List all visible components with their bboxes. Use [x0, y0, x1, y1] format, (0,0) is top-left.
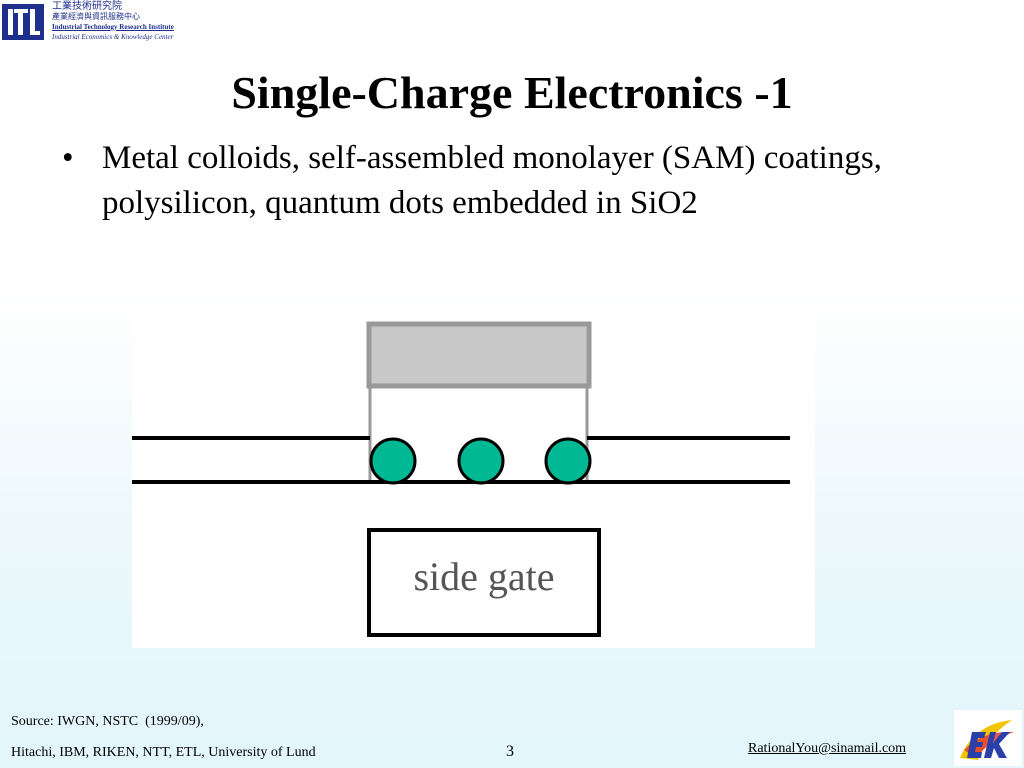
- top-electrode: [366, 321, 592, 389]
- org-center-english: Industrial Economics & Knowledge Center: [52, 33, 174, 41]
- bullet-item: • Metal colloids, self-assembled monolay…: [62, 136, 962, 226]
- itri-logo-text: 工業技術研究院 產業經濟與資訊服務中心 Industrial Technolog…: [52, 2, 174, 42]
- bullet-list: • Metal colloids, self-assembled monolay…: [62, 136, 962, 226]
- side-gate-label: side gate: [413, 554, 554, 599]
- org-center-chinese: 產業經濟與資訊服務中心: [52, 12, 140, 21]
- source-line-1: Source: IWGN, NSTC (1999/09),: [11, 714, 204, 729]
- quantum-dot-3: [544, 437, 592, 485]
- source-line-2: Hitachi, IBM, RIKEN, NTT, ETL, Universit…: [11, 745, 316, 760]
- email-link[interactable]: RationalYou@sinamail.com: [748, 741, 907, 756]
- itri-logo-mark: [2, 4, 44, 40]
- single-electron-device-diagram: side gate: [132, 300, 815, 648]
- org-name-english: Industrial Technology Research Institute: [52, 23, 174, 31]
- iek-logo-icon: [954, 710, 1022, 766]
- quantum-dot-1: [369, 437, 417, 485]
- side-gate-box: [367, 528, 601, 637]
- page-number: 3: [506, 743, 514, 760]
- bullet-text: Metal colloids, self-assembled monolayer…: [102, 140, 882, 221]
- device-diagram-svg: side gate: [132, 321, 790, 637]
- quantum-dot-2: [457, 437, 505, 485]
- bullet-symbol: •: [62, 140, 74, 176]
- itri-logo: 工業技術研究院 產業經濟與資訊服務中心 Industrial Technolog…: [2, 2, 192, 42]
- org-name-chinese: 工業技術研究院: [52, 1, 122, 12]
- slide-title: Single-Charge Electronics -1: [231, 67, 793, 118]
